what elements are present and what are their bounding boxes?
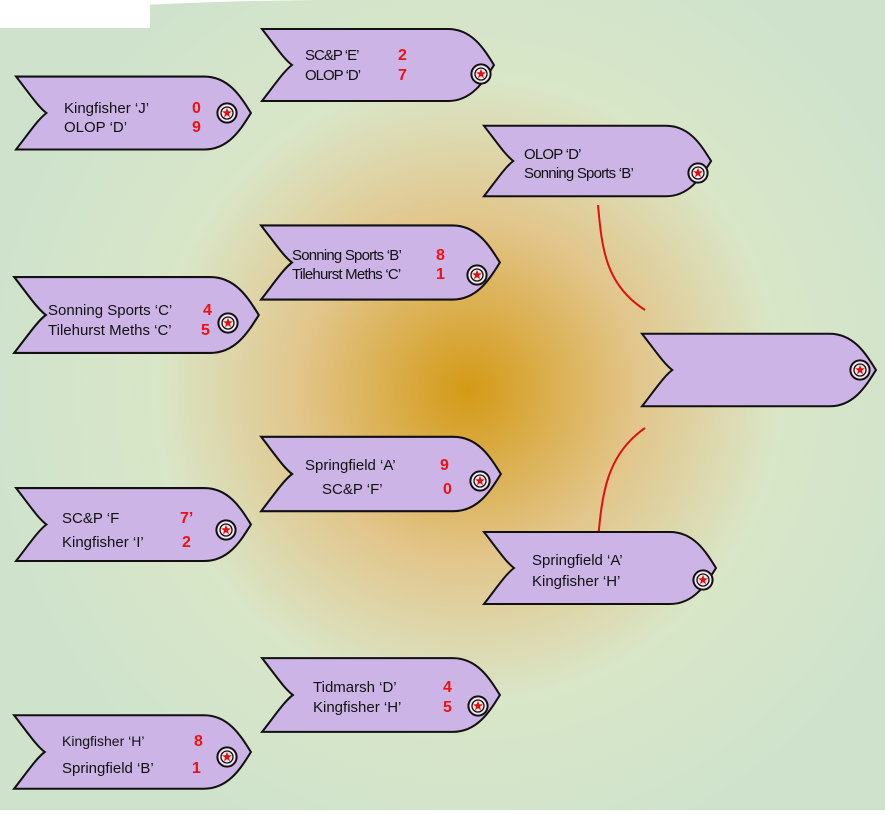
round1-fish-1: Kingfisher ‘J’ 0 OLOP ‘D’ 9 [14,75,253,151]
star-eye-icon [215,519,237,541]
background-white-corner [0,0,150,28]
round2-fish-2: Sonning Sports ‘B’ 8 Tilehurst Meths ‘C’… [259,224,502,301]
round1-score-6: 2 [182,534,191,551]
round1-team-4: Tilehurst Meths ‘C’ [48,322,172,339]
semifinal-team-3: Springfield ‘A’ [532,552,623,569]
round1-fish-3: SC&P ‘F 7’ Kingfisher ‘I’ 2 [14,486,253,563]
round2-score-6: 0 [443,481,452,498]
star-eye-icon [216,746,238,768]
round1-team-6: Kingfisher ‘I’ [62,534,144,551]
round1-team-2: OLOP ‘D’ [64,119,127,136]
round1-team-7: Kingfisher ‘H’ [62,733,144,749]
round1-team-1: Kingfisher ‘J’ [64,100,149,117]
round1-score-1: 0 [192,100,201,117]
semifinal-fish-2: Springfield ‘A’ Kingfisher ‘H’ [482,530,718,606]
round1-fish-2: Sonning Sports ‘C’ 4 Tilehurst Meths ‘C’… [12,275,261,355]
round2-score-1: 2 [398,47,407,64]
round2-team-4: Tilehurst Meths ‘C’ [292,266,401,283]
connector-upper [597,204,646,311]
round2-score-3: 8 [436,247,445,264]
round2-score-4: 1 [436,266,445,283]
semifinal-team-2: Sonning Sports ‘B’ [524,165,633,182]
round2-team-3: Sonning Sports ‘B’ [292,247,401,264]
round2-score-2: 7 [398,67,407,84]
round2-team-6: SC&P ‘F’ [322,481,383,498]
star-eye-icon [849,359,871,381]
round1-score-8: 1 [192,760,201,777]
round2-team-2: OLOP ‘D’ [305,67,361,84]
round1-score-2: 9 [192,119,201,136]
star-eye-icon [692,569,714,591]
round1-team-5: SC&P ‘F [62,510,119,527]
star-eye-icon [469,470,491,492]
round2-team-1: SC&P ‘E’ [305,47,359,64]
round2-score-8: 5 [443,699,452,716]
round1-team-8: Springfield ‘B’ [62,760,154,777]
connector-lower [597,427,646,541]
star-eye-icon [687,162,709,184]
final-fish [640,332,878,408]
star-eye-icon [466,264,488,286]
semifinal-team-4: Kingfisher ‘H’ [532,573,620,590]
round2-fish-3: Springfield ‘A’ 9 SC&P ‘F’ 0 [259,435,503,513]
round2-team-7: Tidmarsh ‘D’ [313,679,397,696]
round1-team-3: Sonning Sports ‘C’ [48,302,172,319]
star-eye-icon [470,63,492,85]
round2-fish-4: Tidmarsh ‘D’ 4 Kingfisher ‘H’ 5 [260,656,502,734]
round2-team-5: Springfield ‘A’ [305,457,396,474]
semifinal-fish-1: OLOP ‘D’ Sonning Sports ‘B’ [482,124,713,198]
star-eye-icon [467,695,489,717]
round1-score-3: 4 [203,302,212,319]
semifinal-team-1: OLOP ‘D’ [524,146,581,163]
star-eye-icon [217,312,239,334]
round1-score-5: 7’ [180,510,193,527]
round1-fish-4: Kingfisher ‘H’ 8 Springfield ‘B’ 1 [12,713,253,791]
round1-score-7: 8 [194,733,203,750]
star-eye-icon [216,102,238,124]
round2-score-7: 4 [443,679,452,696]
round2-fish-1: SC&P ‘E’ 2 OLOP ‘D’ 7 [260,27,496,103]
round1-score-4: 5 [201,322,210,339]
round2-team-8: Kingfisher ‘H’ [313,699,401,716]
round2-score-5: 9 [440,457,449,474]
